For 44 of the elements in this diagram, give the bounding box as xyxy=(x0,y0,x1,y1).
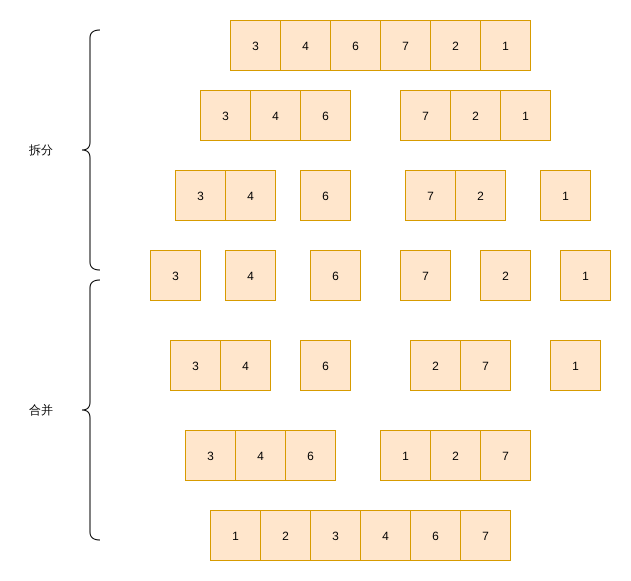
number-box: 7 xyxy=(480,430,531,481)
number-box: 2 xyxy=(450,90,501,141)
number-box: 1 xyxy=(480,20,531,71)
number-box: 3 xyxy=(185,430,236,481)
number-box: 1 xyxy=(560,250,611,301)
number-box: 2 xyxy=(430,430,481,481)
number-box: 3 xyxy=(175,170,226,221)
number-box: 7 xyxy=(400,250,451,301)
number-box: 7 xyxy=(400,90,451,141)
number-box: 6 xyxy=(285,430,336,481)
number-box: 1 xyxy=(500,90,551,141)
number-box: 4 xyxy=(225,170,276,221)
number-box: 7 xyxy=(460,340,511,391)
number-box: 7 xyxy=(380,20,431,71)
number-box: 1 xyxy=(210,510,261,561)
number-box: 6 xyxy=(300,340,351,391)
number-box: 1 xyxy=(550,340,601,391)
stage-label: 合并 xyxy=(29,403,53,417)
number-box: 6 xyxy=(310,250,361,301)
number-box: 2 xyxy=(410,340,461,391)
number-box: 6 xyxy=(300,170,351,221)
number-box: 3 xyxy=(150,250,201,301)
number-box: 1 xyxy=(380,430,431,481)
number-box: 6 xyxy=(330,20,381,71)
number-box: 2 xyxy=(480,250,531,301)
number-box: 4 xyxy=(250,90,301,141)
number-box: 3 xyxy=(310,510,361,561)
number-box: 4 xyxy=(225,250,276,301)
number-box: 2 xyxy=(455,170,506,221)
number-box: 3 xyxy=(230,20,281,71)
number-box: 7 xyxy=(460,510,511,561)
number-box: 6 xyxy=(300,90,351,141)
number-box: 7 xyxy=(405,170,456,221)
number-box: 4 xyxy=(360,510,411,561)
number-box: 2 xyxy=(430,20,481,71)
number-box: 4 xyxy=(235,430,286,481)
number-box: 2 xyxy=(260,510,311,561)
stage-label: 拆分 xyxy=(29,143,53,157)
number-box: 6 xyxy=(410,510,461,561)
number-box: 1 xyxy=(540,170,591,221)
number-box: 4 xyxy=(280,20,331,71)
number-box: 3 xyxy=(170,340,221,391)
number-box: 4 xyxy=(220,340,271,391)
number-box: 3 xyxy=(200,90,251,141)
